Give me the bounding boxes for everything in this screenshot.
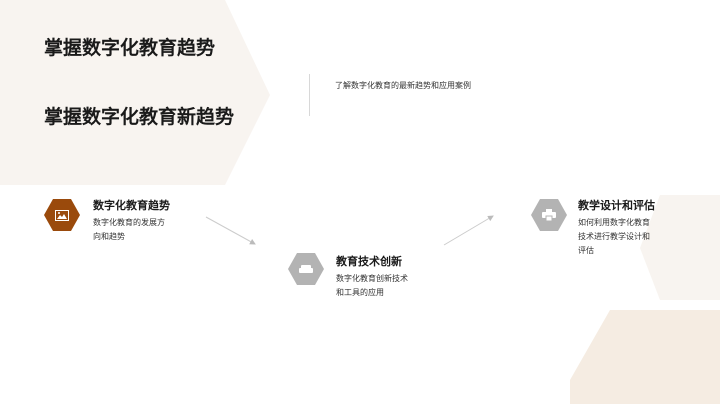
desc-line: 数字化教育的发展方 (93, 218, 165, 227)
description: 了解数字化教育的最新趋势和应用案例 (335, 81, 471, 90)
arrow-1 (205, 216, 256, 245)
step-1-title: 数字化教育趋势 (93, 199, 170, 212)
step-3-desc: 如何利用数字化教育 技术进行教学设计和 评估 (578, 216, 650, 258)
page-title: 掌握数字化教育趋势 (44, 37, 216, 59)
desc-line: 如何利用数字化教育 (578, 218, 650, 227)
image-icon (55, 209, 69, 221)
desc-line: 技术进行教学设计和 (578, 232, 650, 241)
step-3-title: 教学设计和评估 (578, 199, 655, 212)
desc-line: 评估 (578, 246, 594, 255)
printer-icon (542, 209, 556, 221)
step-1-desc: 数字化教育的发展方 向和趋势 (93, 216, 165, 244)
arrow-2 (443, 215, 494, 246)
step-2-icon-badge (288, 253, 324, 285)
desc-line: 向和趋势 (93, 232, 125, 241)
bg-shape-right (640, 195, 720, 300)
bg-shape-top-left (0, 0, 270, 185)
page-subtitle: 掌握数字化教育新趋势 (44, 106, 235, 128)
desc-line: 和工具的应用 (336, 288, 384, 297)
divider (309, 74, 310, 116)
desc-line: 数字化教育创新技术 (336, 274, 408, 283)
bg-shape-bottom-right (570, 310, 720, 404)
sofa-icon (299, 265, 313, 273)
step-2-desc: 数字化教育创新技术 和工具的应用 (336, 272, 408, 300)
step-2-title: 教育技术创新 (336, 255, 402, 268)
